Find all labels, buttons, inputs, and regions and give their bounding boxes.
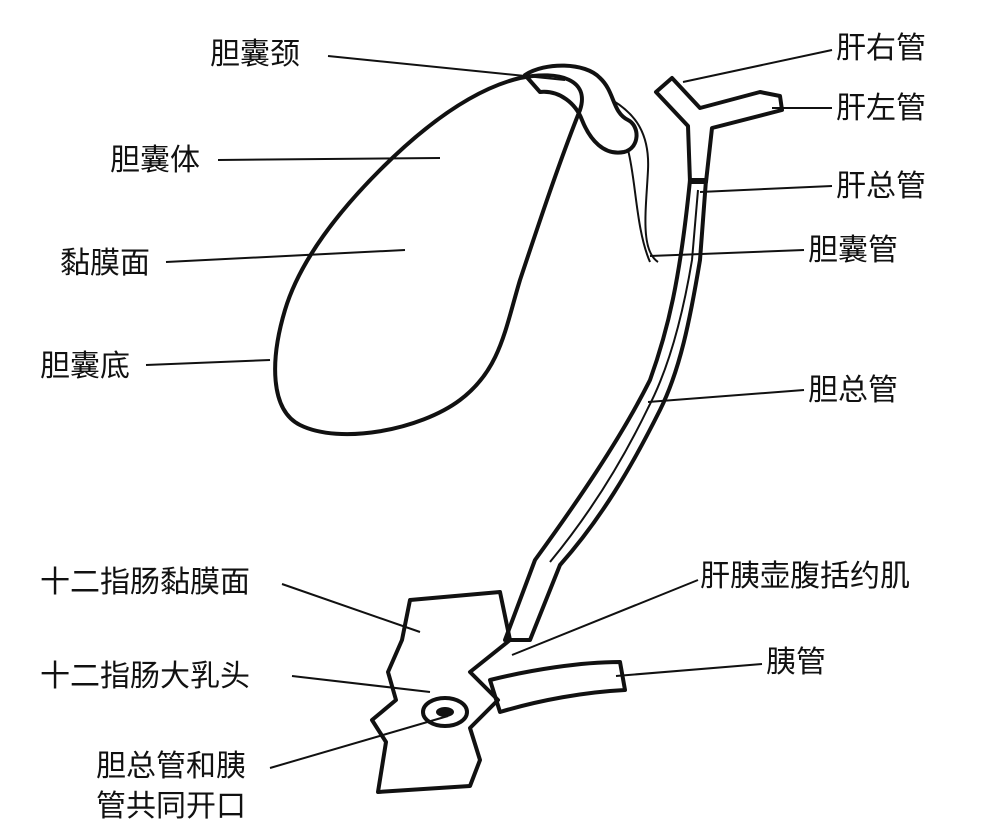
duodenum-wall-shape [370, 590, 512, 794]
leader-duodenal-mucosa [281, 583, 421, 633]
label-duodenal-mucosa: 十二指肠黏膜面 [40, 565, 250, 600]
leader-fundus [145, 359, 271, 366]
leader-common-bile [647, 389, 805, 403]
pancreatic-duct-shape [488, 660, 627, 714]
gallbladder-neck-shape [523, 63, 639, 155]
leader-opening [269, 715, 449, 769]
cystic-duct-shape [611, 99, 659, 263]
label-fundus: 胆囊底 [40, 349, 130, 384]
label-body: 胆囊体 [110, 143, 200, 178]
leader-pancreatic [615, 663, 763, 677]
leader-common-hepatic [699, 185, 833, 193]
common-bile-duct-shape [503, 178, 708, 642]
label-cystic-duct: 胆囊管 [808, 233, 898, 268]
label-pancreatic-duct: 胰管 [766, 645, 826, 680]
label-common-bile: 胆总管 [808, 373, 898, 408]
common-bile-duct-inner [549, 189, 699, 563]
hepatic-ducts-shape [654, 76, 784, 184]
label-opening-line1: 胆总管和胰 [96, 749, 246, 784]
leader-sphincter [511, 579, 699, 656]
leader-cystic [649, 249, 805, 257]
leader-right-hepatic [682, 49, 833, 83]
label-sphincter: 肝胰壶腹括约肌 [700, 559, 910, 594]
gallbladder-shape [273, 73, 584, 437]
label-mucosa: 黏膜面 [60, 246, 150, 281]
leader-lines [145, 49, 833, 769]
label-neck: 胆囊颈 [210, 37, 300, 72]
leader-papilla [291, 675, 431, 693]
label-right-hepatic: 肝右管 [836, 31, 926, 66]
leader-mucosa [165, 249, 406, 263]
label-papilla: 十二指肠大乳头 [40, 659, 250, 694]
papilla-orifice [436, 707, 454, 717]
leader-body [217, 157, 441, 161]
label-common-hepatic: 肝总管 [836, 169, 926, 204]
leader-neck [327, 55, 566, 81]
label-opening-line2: 管共同开口 [96, 789, 246, 824]
papilla-opening [421, 696, 469, 728]
label-left-hepatic: 肝左管 [836, 91, 926, 126]
